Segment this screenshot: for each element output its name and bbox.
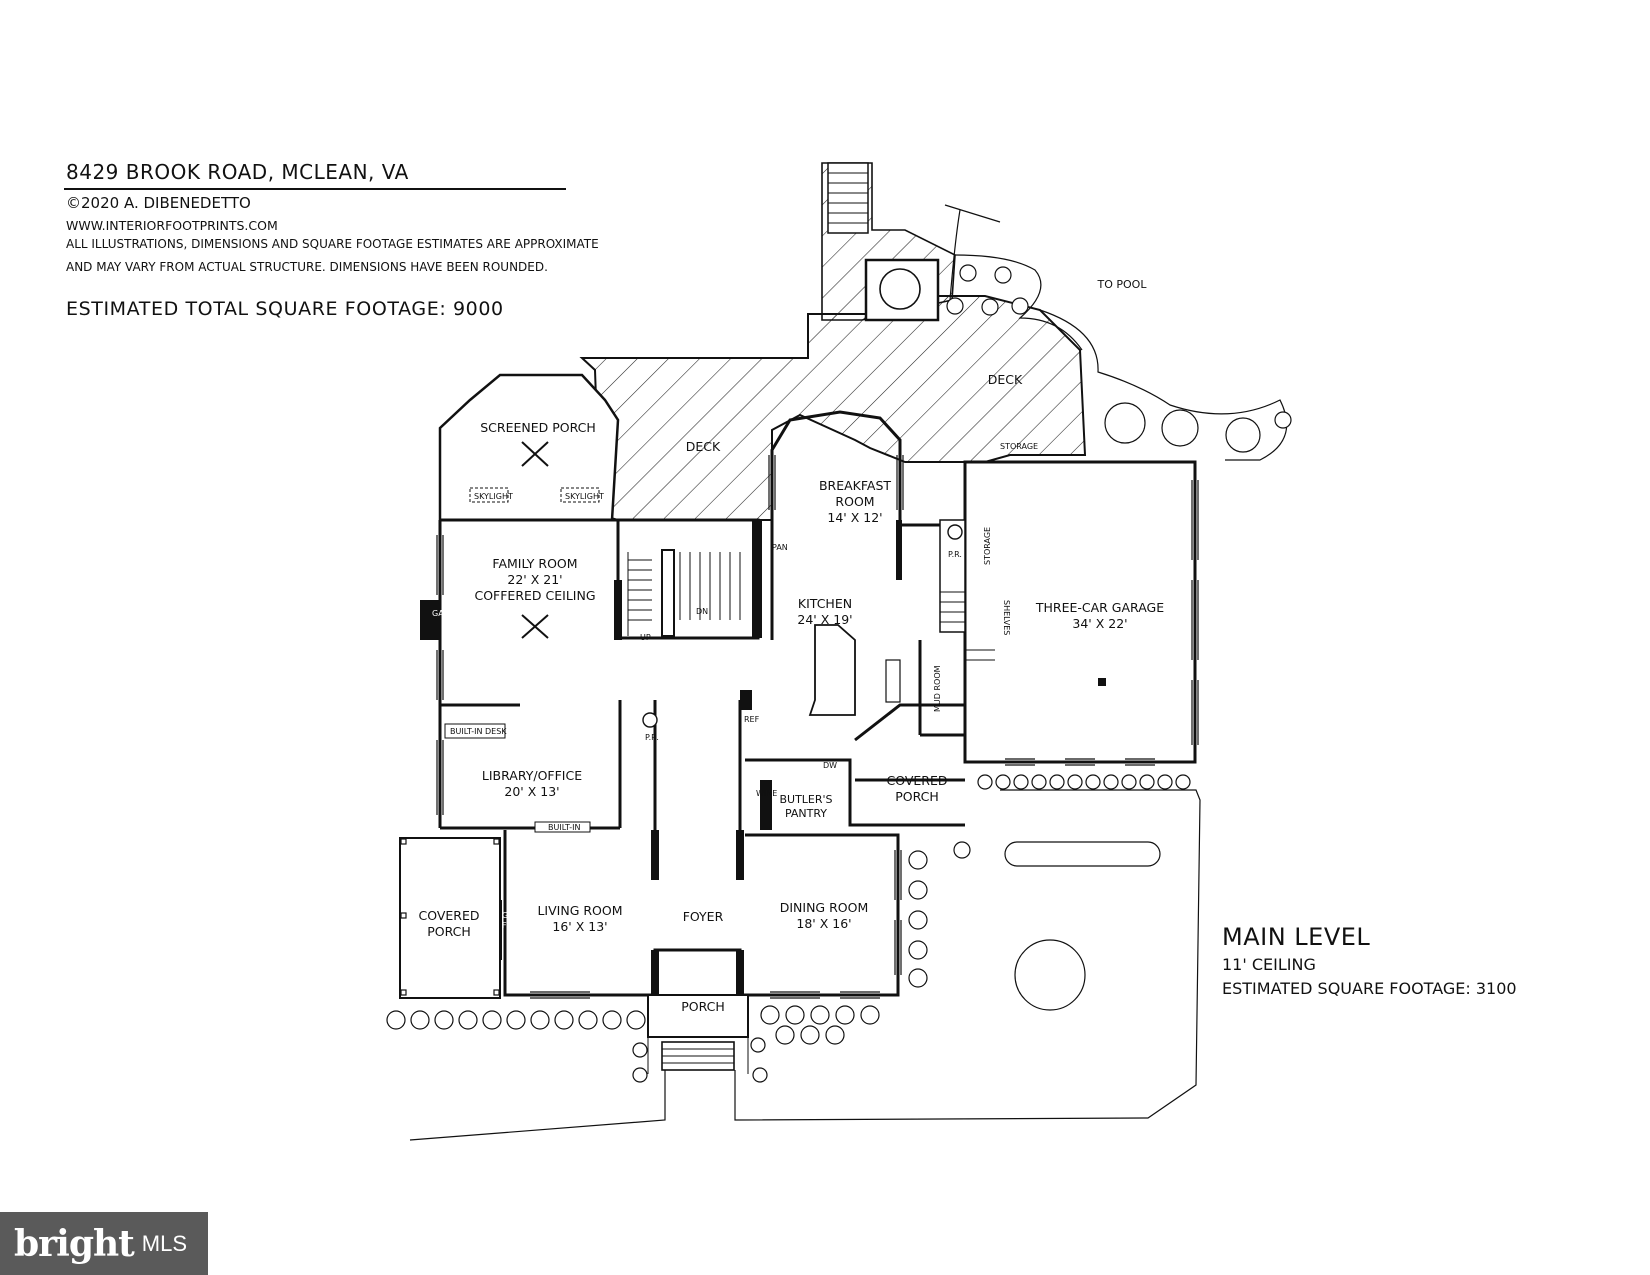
label-breakfast-room: BREAKFAST — [819, 478, 891, 493]
range-icon — [885, 659, 901, 703]
label-library: LIBRARY/OFFICE — [482, 768, 582, 783]
ceiling-fan-icon — [521, 441, 549, 467]
level-ceiling: 11' CEILING — [1222, 955, 1316, 974]
copyright-line: ©2020 A. DIBENEDETTO — [66, 194, 251, 212]
label-powder-room-lower: P.R. — [645, 733, 659, 742]
label-dining-room: DINING ROOM — [780, 900, 869, 915]
label-up: UP — [640, 633, 651, 642]
level-name: MAIN LEVEL — [1222, 923, 1371, 951]
label-gas-fp-family: GAS — [432, 609, 449, 618]
label-pantry: PAN — [772, 543, 788, 552]
label-covered-porch-right: COVERED — [886, 773, 947, 788]
label-family-room: FAMILY ROOM — [492, 556, 577, 571]
disclaimer-line-2: AND MAY VARY FROM ACTUAL STRUCTURE. DIME… — [66, 260, 548, 274]
label-porch: PORCH — [681, 999, 725, 1014]
hedge-row-garage — [977, 774, 1191, 867]
logo-brand: bright — [14, 1222, 135, 1265]
skylight-left — [469, 487, 509, 503]
header-rule — [64, 188, 566, 190]
label-deck-left: DECK — [686, 439, 721, 454]
shrub-group-pool — [946, 264, 1292, 453]
label-covered-porch-left-2: PORCH — [427, 924, 471, 939]
porch-posts — [400, 838, 500, 996]
website-line: WWW.INTERIORFOOTPRINTS.COM — [66, 218, 278, 233]
label-kitchen-dims: 24' X 19' — [797, 612, 852, 627]
label-screened-porch: SCREENED PORCH — [480, 420, 596, 435]
label-dining-dims: 18' X 16' — [796, 916, 851, 931]
main-stairs — [627, 549, 741, 637]
label-breakfast-room-2: ROOM — [835, 494, 874, 509]
label-garage-dims: 34' X 22' — [1072, 616, 1127, 631]
label-gas-fp-living: GAS — [502, 911, 519, 920]
front-porch — [647, 994, 749, 1038]
label-storage-side: STORAGE — [983, 527, 992, 565]
skylight-right — [560, 487, 600, 503]
label-library-dims: 20' X 13' — [504, 784, 559, 799]
label-living-room: LIVING ROOM — [537, 903, 622, 918]
label-covered-porch-right-2: PORCH — [895, 789, 939, 804]
windows — [436, 455, 1199, 999]
label-skylight-right: SKYLIGHT — [565, 492, 604, 501]
total-square-footage: ESTIMATED TOTAL SQUARE FOOTAGE: 9000 — [66, 298, 504, 320]
covered-porch-left-outline — [399, 837, 501, 999]
label-deck-right: DECK — [988, 372, 1023, 387]
built-in-desk — [444, 723, 506, 739]
label-butlers-pantry-2: PANTRY — [785, 807, 827, 820]
tree-icon — [879, 268, 921, 310]
logo-suffix: MLS — [141, 1230, 188, 1256]
ceiling-fan-icon-family — [521, 614, 549, 639]
front-steps — [647, 1030, 749, 1074]
label-shelves: SHELVES — [1002, 600, 1011, 635]
toilet-icon-lower — [642, 712, 658, 728]
label-fp-living: FP — [502, 921, 512, 930]
label-family-note: COFFERED CEILING — [474, 588, 595, 603]
label-ref: REF — [744, 715, 760, 724]
label-dw: DW — [823, 761, 837, 770]
label-to-pool: TO POOL — [1097, 278, 1148, 291]
label-wine: WINE — [756, 789, 777, 798]
label-living-dims: 16' X 13' — [552, 919, 607, 934]
label-garage: THREE-CAR GARAGE — [1035, 600, 1164, 615]
property-address: 8429 BROOK ROAD, MCLEAN, VA — [66, 160, 409, 184]
label-butlers-pantry: BUTLER'S — [779, 793, 832, 806]
label-dn: DN — [696, 607, 708, 616]
label-covered-porch-left: COVERED — [418, 908, 479, 923]
level-square-footage: ESTIMATED SQUARE FOOTAGE: 3100 — [1222, 979, 1517, 998]
label-family-dims: 22' X 21' — [507, 572, 562, 587]
garage-post — [1098, 678, 1106, 686]
bright-mls-logo: bright MLS — [0, 1212, 208, 1275]
built-in-shelf — [534, 821, 591, 833]
kitchen-island — [808, 624, 856, 716]
label-breakfast-dims: 14' X 12' — [827, 510, 882, 525]
label-mud-room: MUD ROOM — [933, 665, 942, 712]
upper-stairs — [827, 162, 869, 234]
label-foyer: FOYER — [683, 909, 724, 924]
label-skylight-left: SKYLIGHT — [474, 492, 513, 501]
label-powder-room-upper: P.R. — [948, 550, 962, 559]
label-built-in-desk: BUILT-IN DESK — [450, 727, 507, 736]
label-kitchen: KITCHEN — [798, 596, 852, 611]
label-built-in: BUILT-IN — [548, 823, 580, 832]
disclaimer-line-1: ALL ILLUSTRATIONS, DIMENSIONS AND SQUARE… — [66, 237, 599, 251]
toilet-icon — [947, 524, 963, 540]
shrub-row-front — [386, 841, 1086, 1083]
label-storage-top: STORAGE — [1000, 442, 1038, 451]
